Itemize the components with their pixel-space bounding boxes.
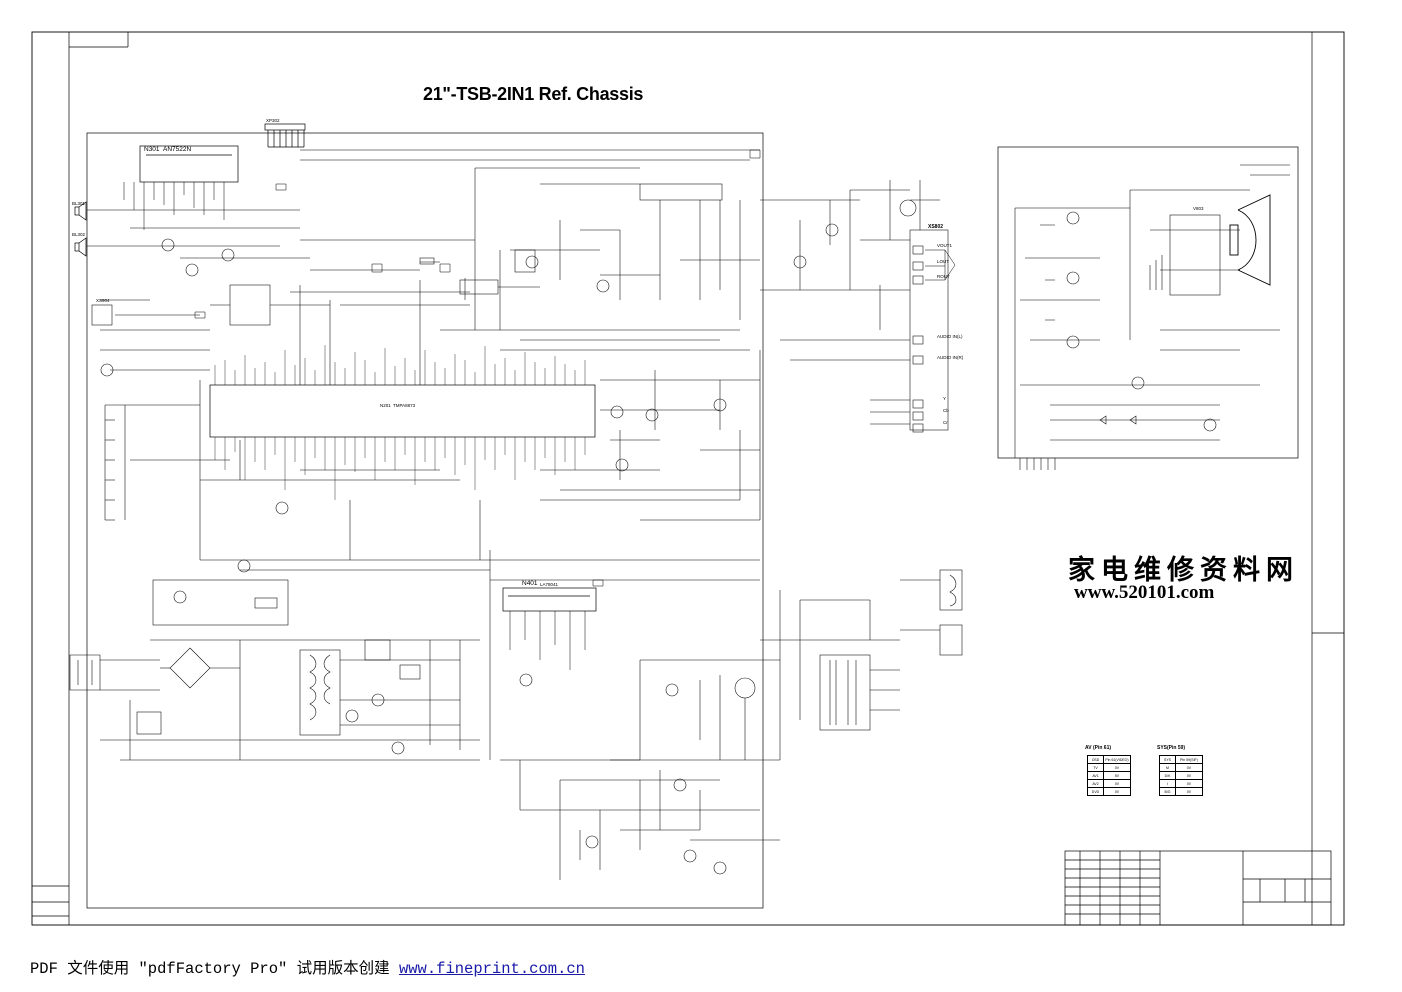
- table-cell: 0V: [1175, 763, 1203, 772]
- speaker-bl301: [74, 201, 87, 221]
- table-cell: 0V: [1175, 771, 1203, 780]
- table-cell: 0V: [1103, 763, 1131, 772]
- label-xp302: XP302: [266, 118, 280, 123]
- table-cell: 0V: [1175, 779, 1203, 788]
- footer-link[interactable]: www.fineprint.com.cn: [398, 960, 585, 978]
- label-ic-n401-part: LA78041: [540, 582, 559, 587]
- ic-n201: [209, 345, 596, 500]
- label-bl302: BL302: [72, 232, 86, 237]
- table-header-cell: OSD: [1087, 755, 1104, 764]
- xs802-pin-cr: Cr: [943, 420, 948, 425]
- footer-text: PDF 文件使用 "pdfFactory Pro" 试用版本创建: [30, 960, 399, 978]
- table-cell: 5V: [1103, 771, 1131, 780]
- table-header-cell: Pin 59(SIF): [1175, 755, 1203, 764]
- xs802-pin-cb: Cb: [943, 408, 949, 413]
- ic-n301: [123, 145, 239, 230]
- crt-board-frame: [997, 146, 1299, 459]
- wiring-power-supply: [69, 579, 480, 761]
- flyback-transformer: [819, 654, 871, 731]
- wiring-main: [87, 149, 949, 760]
- title-block: [1064, 850, 1332, 926]
- label-ic-n201: N201: [380, 403, 391, 408]
- sys-table-title: SYS(Pin 59): [1157, 745, 1186, 751]
- xs802-pin-vout1: VOUT1: [937, 243, 953, 248]
- speaker-bl302: [74, 237, 87, 257]
- table-header-cell: Pin 61(VIDEO): [1103, 755, 1131, 764]
- page-frame: [31, 31, 1345, 926]
- crt-tube: [1229, 194, 1271, 286]
- label-ic-n201-part: TMPA8873: [393, 403, 416, 408]
- label-ic-n301-part: AN7522N: [163, 146, 192, 153]
- table-header-cell: SYS: [1159, 755, 1176, 764]
- table-cell: I: [1159, 779, 1176, 788]
- ic-n401: [502, 587, 597, 670]
- xs802-pin-rout: ROUT: [937, 274, 950, 279]
- transistors: [100, 199, 917, 875]
- table-cell: 0V: [1103, 779, 1131, 788]
- label-ic-n301: N301: [144, 146, 160, 153]
- xs802-connector: [925, 249, 956, 281]
- pdf-footer: PDF 文件使用 "pdfFactory Pro" 试用版本创建 www.fin…: [30, 956, 585, 978]
- table-cell: D/K: [1159, 771, 1176, 780]
- xs802-pin-y: Y: [943, 396, 947, 401]
- table-cell: DVD: [1087, 787, 1104, 796]
- table-cell: 0V: [1103, 787, 1131, 796]
- connector-xp302: [264, 123, 306, 148]
- label-ic-n401: N401: [522, 580, 538, 587]
- table-cell: AV1: [1087, 771, 1104, 780]
- watermark-chinese: 家电维修资料网: [1068, 555, 1299, 586]
- misc-ground-marks: [194, 149, 761, 587]
- bridge-rectifier: [169, 647, 211, 689]
- wiring-crt-board: [1014, 164, 1290, 470]
- table-cell: TV: [1087, 763, 1104, 772]
- av-table-title: AV (Pin 61): [1085, 745, 1112, 751]
- table-cell: B/G: [1159, 787, 1176, 796]
- label-bl301: BL301: [72, 201, 86, 206]
- table-cell: AV2: [1087, 779, 1104, 788]
- watermark-url: www.520101.com: [1074, 582, 1215, 603]
- table-cell: M: [1159, 763, 1176, 772]
- label-v803: V803: [1193, 206, 1204, 211]
- label-xs904: XS904: [96, 298, 110, 303]
- page-title: 21"-TSB-2IN1 Ref. Chassis: [423, 84, 644, 104]
- h-output-transistor: [734, 677, 756, 699]
- table-cell: 0V: [1175, 787, 1203, 796]
- label-xs802: XS802: [928, 224, 944, 230]
- xs802-pin-lout: LOUT: [937, 259, 950, 264]
- xs802-pin-audio-in-r: AUDIO IN(R): [937, 355, 964, 360]
- xs802-pin-audio-in-l: AUDIO IN(L): [937, 334, 963, 339]
- switching-transformer: [299, 649, 341, 736]
- main-board-frame: [86, 132, 764, 909]
- wiring-flyback: [500, 569, 963, 880]
